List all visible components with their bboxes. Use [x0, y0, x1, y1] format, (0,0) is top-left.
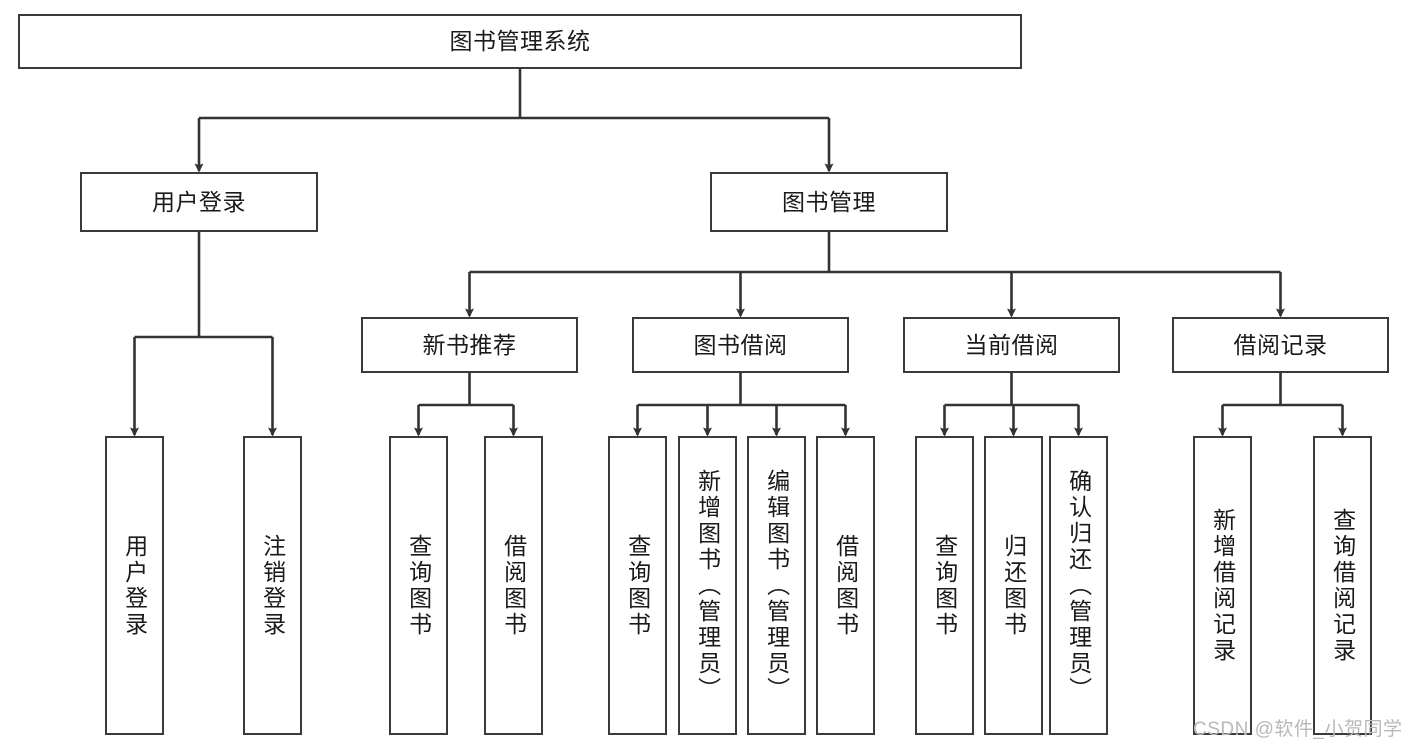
node-leaf-logout[interactable]: 注销登录: [243, 436, 302, 735]
node-label: 查询图书: [624, 533, 651, 638]
node-leaf-query-record[interactable]: 查询借阅记录: [1313, 436, 1372, 735]
node-label: 归还图书: [1000, 533, 1027, 638]
node-leaf-query-book-3[interactable]: 查询图书: [915, 436, 974, 735]
node-leaf-borrow-book-2[interactable]: 借阅图书: [816, 436, 875, 735]
csdn-watermark: CSDN @软件_小贺同学: [1193, 719, 1403, 740]
node-label: 新书推荐: [422, 331, 517, 358]
node-label: 新增借阅记录: [1209, 507, 1236, 664]
node-label: 查询借阅记录: [1329, 507, 1356, 664]
node-label: 用户登录: [121, 533, 148, 638]
node-leaf-confirm-return[interactable]: 确认归还（管理员）: [1049, 436, 1108, 735]
node-user-login[interactable]: 用户登录: [80, 172, 318, 232]
node-label: 确认归还（管理员）: [1065, 468, 1092, 703]
node-label: 借阅图书: [500, 533, 527, 638]
node-label: 查询图书: [405, 533, 432, 638]
node-label: 新增图书（管理员）: [694, 468, 721, 703]
node-leaf-query-book-2[interactable]: 查询图书: [608, 436, 667, 735]
node-label: 借阅图书: [832, 533, 859, 638]
node-leaf-add-record[interactable]: 新增借阅记录: [1193, 436, 1252, 735]
node-label: 用户登录: [152, 188, 246, 215]
node-leaf-query-book-1[interactable]: 查询图书: [389, 436, 448, 735]
node-root[interactable]: 图书管理系统: [18, 14, 1022, 69]
node-leaf-edit-book[interactable]: 编辑图书（管理员）: [747, 436, 806, 735]
node-label: 当前借阅: [964, 331, 1059, 358]
node-leaf-return-book[interactable]: 归还图书: [984, 436, 1043, 735]
node-borrow-record[interactable]: 借阅记录: [1172, 317, 1389, 373]
node-book-manage[interactable]: 图书管理: [710, 172, 948, 232]
node-label: 借阅记录: [1233, 331, 1328, 358]
node-leaf-add-book[interactable]: 新增图书（管理员）: [678, 436, 737, 735]
node-book-borrow[interactable]: 图书借阅: [632, 317, 849, 373]
node-label: 图书管理系统: [449, 28, 591, 55]
node-leaf-user-login[interactable]: 用户登录: [105, 436, 164, 735]
node-current-borrow[interactable]: 当前借阅: [903, 317, 1120, 373]
node-label: 查询图书: [931, 533, 958, 638]
node-new-book-recommend[interactable]: 新书推荐: [361, 317, 578, 373]
node-label: 图书借阅: [693, 331, 788, 358]
node-leaf-borrow-book-1[interactable]: 借阅图书: [484, 436, 543, 735]
node-label: 图书管理: [782, 188, 876, 215]
node-label: 编辑图书（管理员）: [763, 468, 790, 703]
node-label: 注销登录: [259, 533, 286, 638]
